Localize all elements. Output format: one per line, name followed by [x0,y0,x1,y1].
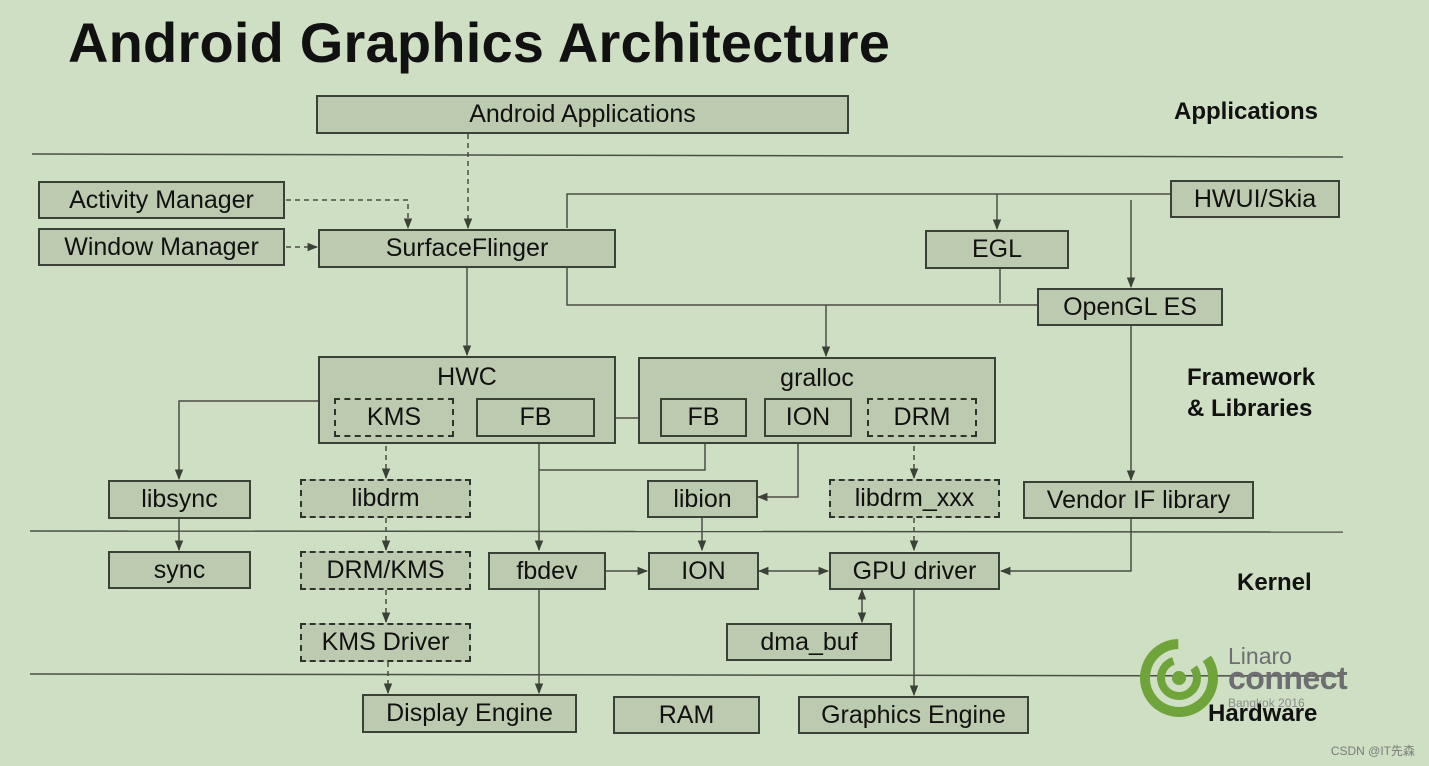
separator-hardware [29,673,1344,677]
graphics-engine-box: Graphics Engine [798,696,1029,734]
layer-label-hardware: Hardware [1208,700,1318,727]
hwc-label: HWC [437,363,497,391]
egl-box: EGL [925,230,1069,269]
gralloc-fb-box: FB [660,398,747,437]
ram-box: RAM [613,696,760,734]
layer-label-kernel: Kernel [1237,569,1312,596]
gpu-driver-box: GPU driver [829,552,1000,590]
ion-box: ION [648,552,759,590]
hwc-fb-box: FB [476,398,595,437]
fbdev-box: fbdev [488,552,606,590]
layer-label-applications: Applications [1174,98,1319,125]
libdrm-xxx-box: libdrm_xxx [829,479,1000,518]
page-title: Android Graphics Architecture [68,11,891,74]
separator-applications [31,153,1344,158]
hwui-skia-box: HWUI/Skia [1170,180,1340,218]
window-manager-box: Window Manager [38,228,285,266]
gralloc-ion-box: ION [764,398,852,437]
sync-box: sync [108,551,251,589]
linaro-logo-icon [1140,639,1218,717]
opengl-es-box: OpenGL ES [1037,288,1223,326]
layer-label-framework: Framework & Libraries [1187,364,1316,422]
watermark-credit: CSDN @IT先森 [1330,744,1415,758]
dma-buf-box: dma_buf [726,623,892,661]
logo-text-event: Bangkok 2016 [1228,696,1305,710]
gralloc-drm-box: DRM [867,398,977,437]
hwc-kms-box: KMS [334,398,454,437]
drm-kms-box: DRM/KMS [300,551,471,590]
logo-text-linaro: Linaro [1228,643,1292,669]
display-engine-box: Display Engine [362,694,577,733]
separator-kernel [29,530,1344,533]
logo-text-connect: connect [1228,660,1348,696]
libion-box: libion [647,480,758,518]
libdrm-box: libdrm [300,479,471,518]
activity-manager-box: Activity Manager [38,181,285,219]
gralloc-label: gralloc [780,364,854,392]
surfaceflinger-box: SurfaceFlinger [318,229,616,268]
android-applications-box: Android Applications [316,95,849,134]
vendor-if-library-box: Vendor IF library [1023,481,1254,519]
libsync-box: libsync [108,480,251,519]
kms-driver-box: KMS Driver [300,623,471,662]
